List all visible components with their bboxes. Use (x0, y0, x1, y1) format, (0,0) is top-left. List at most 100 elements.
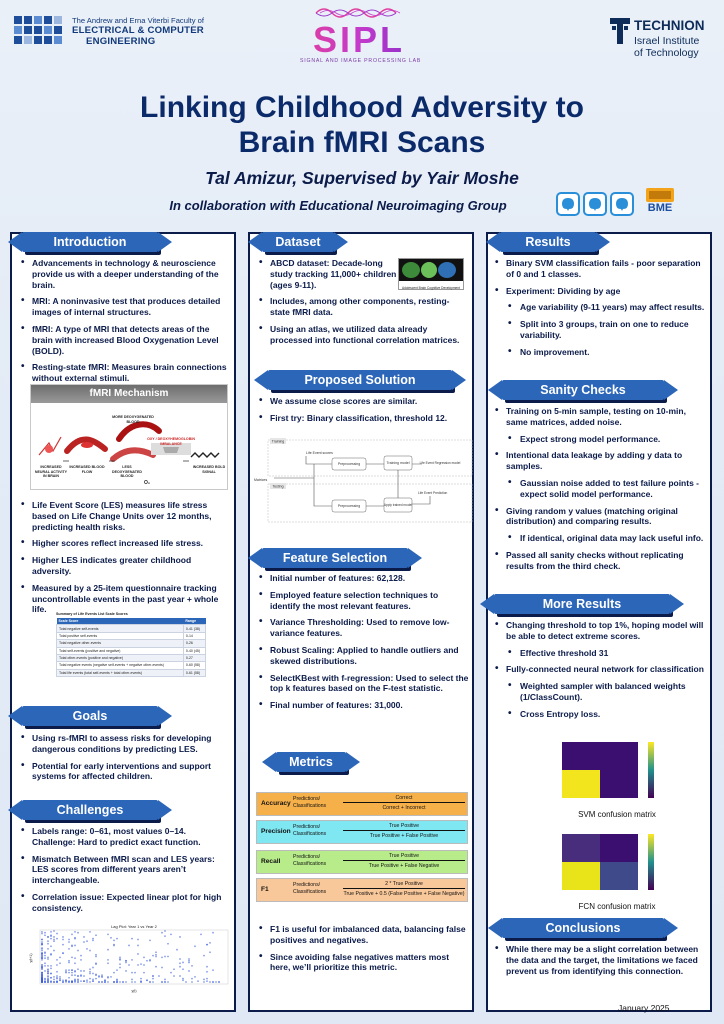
introduction-list-1: Advancements in technology & neuroscienc… (20, 258, 230, 390)
lag-point (44, 954, 46, 957)
lag-point (161, 966, 163, 969)
table-cell: Total negative other-events (56, 639, 184, 648)
lag-point (47, 958, 49, 960)
lag-point (80, 959, 82, 961)
lag-point (206, 970, 208, 973)
lag-plot: Lag Plot: Year 1 vs Year 2 y(t) y(t+1) (26, 922, 234, 994)
lag-point (194, 945, 196, 948)
fmri-label-flow: INCREASED BLOOD FLOW (69, 465, 105, 474)
lag-point (110, 976, 112, 978)
metric-name: Recall (261, 858, 281, 865)
lag-point (77, 975, 79, 977)
lag-point (194, 976, 196, 978)
table-row: Total life events (total self-events + t… (56, 668, 207, 678)
lag-point (191, 964, 193, 967)
lag-point (167, 955, 169, 958)
bme-label: BME (647, 202, 673, 214)
lag-point (182, 968, 184, 971)
viterbi-faculty-logo: The Andrew and Erna Viterbi Faculty of E… (14, 14, 214, 58)
table-row: Total self-events (positive and negative… (56, 646, 207, 655)
lag-point (53, 981, 55, 983)
lag-point (53, 940, 55, 943)
list-item: fMRI: A type of MRI that detects areas o… (20, 324, 230, 356)
lag-point (47, 972, 49, 975)
metric-row-recall: Recall Predictions/ Classifications True… (256, 850, 468, 874)
lag-point (44, 980, 46, 983)
list-item: First try: Binary classification, thresh… (258, 413, 468, 424)
dataset-list: ABCD dataset: Decade-long study tracking… (258, 258, 468, 352)
abcd-caption: Adolescent Brain Cognitive Development (402, 286, 460, 290)
lag-point (44, 957, 46, 960)
lag-point (65, 971, 67, 974)
fcn-confusion-matrix-svg (562, 834, 654, 890)
lag-point (77, 949, 79, 952)
lag-point (203, 954, 205, 957)
lag-point (68, 947, 70, 950)
lag-point (47, 956, 49, 959)
lag-point (68, 969, 70, 971)
pipeline-preprocessing-2: Preprocessing (338, 504, 360, 508)
list-item: Effective threshold 31 (494, 648, 706, 659)
list-item: While there may be a slight correlation … (494, 944, 706, 976)
lag-point (131, 971, 133, 974)
lag-point (80, 970, 82, 972)
lag-point (74, 937, 76, 940)
lag-point (65, 969, 67, 971)
lag-point (41, 949, 43, 952)
lag-point (71, 933, 73, 936)
lag-point (215, 981, 217, 983)
lag-point (86, 940, 88, 943)
lag-point (68, 959, 70, 962)
lag-point (179, 936, 181, 938)
lag-point (131, 959, 133, 961)
list-item: We assume close scores are similar. (258, 396, 468, 407)
list-item: Labels range: 0–61, most values 0–14. Ch… (20, 826, 230, 848)
metric-predictions: Predictions/ Classifications (293, 854, 327, 867)
lag-point (131, 978, 133, 981)
lag-point (182, 977, 184, 980)
lag-point (155, 955, 157, 958)
lag-point (95, 963, 97, 966)
list-item: Final number of features: 31,000. (258, 700, 470, 711)
metric-formula: True Positive True Positive + False Posi… (343, 822, 465, 841)
lag-point (107, 948, 109, 951)
lag-point (47, 975, 49, 977)
pipeline-training-label: Training (272, 440, 285, 444)
pipeline-preprocessing-1: Preprocessing (338, 462, 360, 466)
metric-predictions: Predictions/ Classifications (293, 882, 327, 895)
conclusions-list: While there may be a slight correlation … (494, 944, 706, 982)
conclusions-heading: Conclusions (488, 918, 678, 938)
brain-scan-icon (399, 259, 463, 281)
lag-point (119, 981, 121, 983)
les-table-title: Summary of Life Events List Scale Scores (56, 612, 128, 616)
lag-point (188, 970, 190, 972)
lag-point (182, 979, 184, 982)
lag-point (137, 944, 139, 947)
results-heading: Results (486, 232, 610, 252)
list-item: Correlation issue: Expected linear plot … (20, 892, 230, 914)
table-cell: 0-41 (38) (182, 624, 207, 633)
lag-point (71, 971, 73, 974)
table-header-row: Scale Score Range (56, 618, 206, 625)
lag-point (155, 965, 157, 968)
lag-point (77, 968, 79, 971)
lag-point (101, 974, 103, 977)
table-row: Total negative events (negative self-eve… (56, 661, 207, 670)
pipeline-training-model: Training model (386, 461, 409, 465)
sipl-logo: SIPL SIGNAL AND IMAGE PROCESSING LAB (300, 4, 420, 74)
table-header: Range (183, 618, 206, 625)
lag-point (47, 979, 49, 982)
lag-point (107, 962, 109, 965)
lag-point (80, 980, 82, 983)
lag-point (149, 939, 151, 942)
pipeline-svg: Training Testing Life Event scores Matri… (254, 438, 473, 523)
svm-confusion-matrix-svg (562, 742, 654, 798)
signal-icon (190, 452, 220, 458)
lag-point (209, 942, 211, 944)
lag-point (53, 976, 55, 978)
technion-sub2: of Technology (634, 47, 699, 59)
lag-point (116, 981, 118, 983)
bme-emblem-icon (646, 188, 674, 202)
